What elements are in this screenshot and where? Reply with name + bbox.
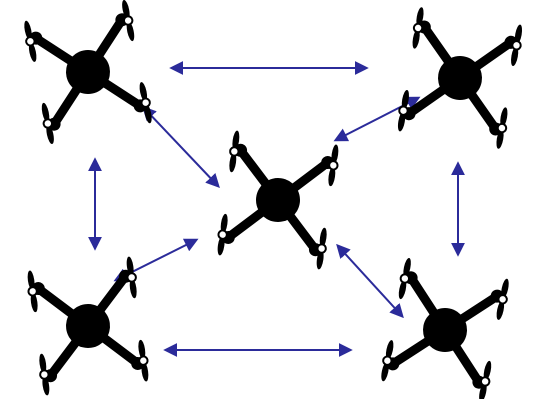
drone-icon-bottom-right: [379, 257, 511, 399]
nodes-layer: [22, 0, 524, 399]
drone-icon-top-left: [22, 0, 154, 145]
drone-icon-center: [216, 130, 341, 270]
drone-icon-top-right: [396, 7, 525, 150]
link-arrow-top-left-to-center: [142, 105, 220, 189]
drone-icon-bottom-left: [26, 256, 151, 396]
link-arrow-center-to-bottom-right: [336, 243, 404, 319]
